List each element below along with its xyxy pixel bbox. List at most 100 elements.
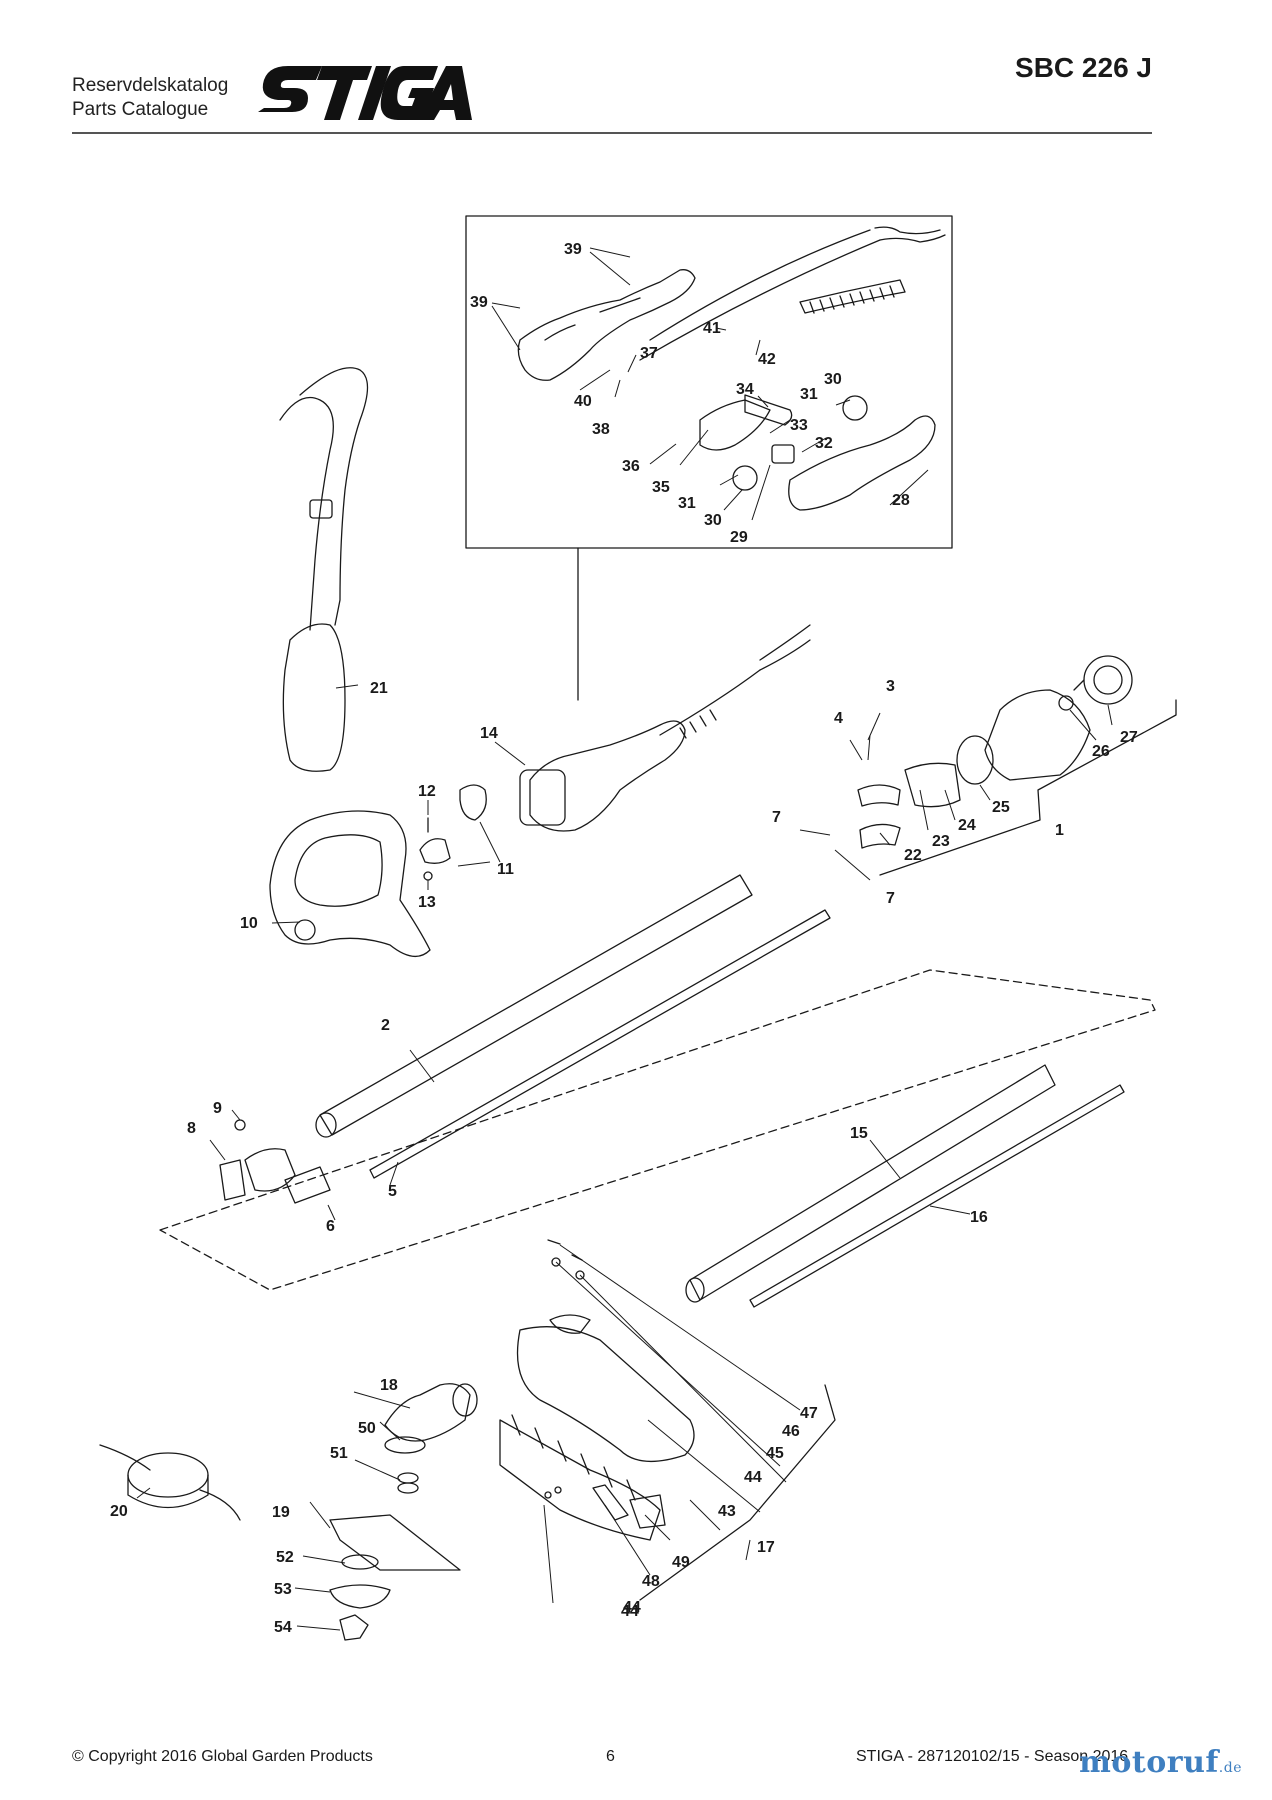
callout-label: 12 [418, 783, 436, 800]
trigger-34 [744, 394, 793, 426]
callout-label: 11 [497, 861, 514, 878]
loop-handle-10 [269, 810, 431, 957]
callout-label: 48 [642, 1573, 660, 1590]
callout-label: 37 [640, 345, 658, 362]
switch-housing-35 [699, 399, 771, 451]
callout-label: 19 [272, 1504, 290, 1521]
callout-label: 7 [772, 809, 781, 826]
blade-19 [329, 1514, 461, 1571]
line-cutter-48 [592, 1484, 629, 1521]
handle-clamp-11 [459, 784, 487, 821]
callout-label: 17 [757, 1539, 775, 1556]
callout-label: 50 [358, 1420, 376, 1437]
shaft-tube-2 [319, 874, 753, 1136]
clutch-drum-27 [1083, 655, 1133, 705]
callout-label: 52 [276, 1549, 294, 1566]
coupling-8 [244, 1148, 296, 1192]
handle-half-upper [517, 269, 696, 381]
footer-copyright: © Copyright 2016 Global Garden Products [72, 1748, 373, 1765]
callout-label: 1 [1055, 822, 1064, 839]
callout-label: 32 [815, 435, 833, 452]
callout-label: 20 [110, 1503, 128, 1520]
washer-52 [341, 1554, 379, 1570]
callout-label: 33 [790, 417, 808, 434]
callout-label: 28 [892, 492, 910, 509]
stiga-logo [258, 66, 472, 120]
callout-label: 14 [480, 725, 498, 742]
clutch-housing-25 [984, 689, 1091, 781]
callout-label: 24 [958, 817, 976, 834]
callout-label: 5 [388, 1183, 397, 1200]
callout-label: 34 [736, 381, 754, 398]
catalog-title-english: Parts Catalogue [72, 99, 209, 120]
callout-label: 36 [622, 458, 640, 475]
dashed-group-outline [159, 969, 1156, 1291]
callout-label: 44 [623, 1599, 641, 1616]
gearhead-18 [384, 1383, 471, 1442]
callout-label: 43 [718, 1503, 736, 1520]
callout-label: 44 [744, 1469, 762, 1486]
callout-label: 2 [381, 1017, 390, 1034]
callout-label: 42 [758, 351, 776, 368]
callout-label: 39 [470, 294, 488, 311]
harness-strap-21 [299, 367, 369, 626]
callout-label: 13 [418, 894, 436, 911]
callout-label: 45 [766, 1445, 784, 1462]
callout-label: 7 [886, 890, 895, 907]
header-divider [72, 132, 1152, 134]
callout-label: 53 [274, 1581, 292, 1598]
bushing-50 [397, 1472, 419, 1484]
callout-label: 49 [672, 1554, 690, 1571]
handle-detail-inset-box [465, 215, 953, 549]
callout-label: 47 [800, 1405, 818, 1422]
callout-label: 39 [564, 241, 582, 258]
callout-label: 15 [850, 1125, 868, 1142]
guard-43 [516, 1326, 695, 1463]
callout-label: 35 [652, 479, 670, 496]
clamp-23-24 [904, 762, 961, 808]
callout-label: 26 [1092, 743, 1110, 760]
callout-label: 41 [703, 320, 721, 337]
bushing-6 [284, 1166, 331, 1204]
guard-extension [499, 1419, 661, 1541]
callout-label: 29 [730, 529, 748, 546]
shaft-tube-15 [689, 1064, 1056, 1301]
handle-half-lower [788, 415, 936, 511]
callout-label: 3 [886, 678, 895, 695]
throttle-cable-41 [649, 229, 871, 341]
flexible-cable-sleeve-42 [799, 279, 906, 314]
footer-document-reference: STIGA - 287120102/15 - Season 2016 [856, 1748, 1129, 1765]
callout-label: 38 [592, 421, 610, 438]
switch-32 [771, 444, 795, 464]
nut-54 [339, 1614, 369, 1641]
callout-label: 9 [213, 1100, 222, 1117]
callout-label: 6 [326, 1218, 335, 1235]
watermark: motoruf.de [1079, 1745, 1242, 1780]
callout-label: 23 [932, 833, 950, 850]
clamp-30-lower [732, 465, 758, 491]
catalog-title-swedish: Reservdelskatalog [72, 75, 229, 96]
callout-label: 44 [621, 1603, 639, 1620]
cup-53 [329, 1584, 391, 1609]
callout-label: 16 [970, 1209, 988, 1226]
callout-label: 10 [240, 915, 258, 932]
plate-49 [629, 1494, 666, 1529]
trimmer-head-20 [127, 1452, 209, 1498]
bracket-45 [549, 1314, 591, 1334]
drive-shaft-5 [369, 909, 831, 1179]
footer-page-number: 6 [606, 1748, 615, 1765]
callout-label: 27 [1120, 729, 1138, 746]
callout-label: 31 [800, 386, 818, 403]
ring-51 [397, 1482, 419, 1494]
main-handle-14 [529, 720, 686, 832]
callout-label: 25 [992, 799, 1010, 816]
callout-label: 21 [370, 680, 388, 697]
callout-label: 18 [380, 1377, 398, 1394]
clamp-22 [859, 823, 901, 849]
watermark-suffix: .de [1218, 1760, 1242, 1776]
callout-label: 8 [187, 1120, 196, 1137]
watermark-text: motoruf [1079, 1745, 1219, 1780]
callout-label: 51 [330, 1445, 348, 1462]
drive-shaft-16 [749, 1084, 1125, 1308]
